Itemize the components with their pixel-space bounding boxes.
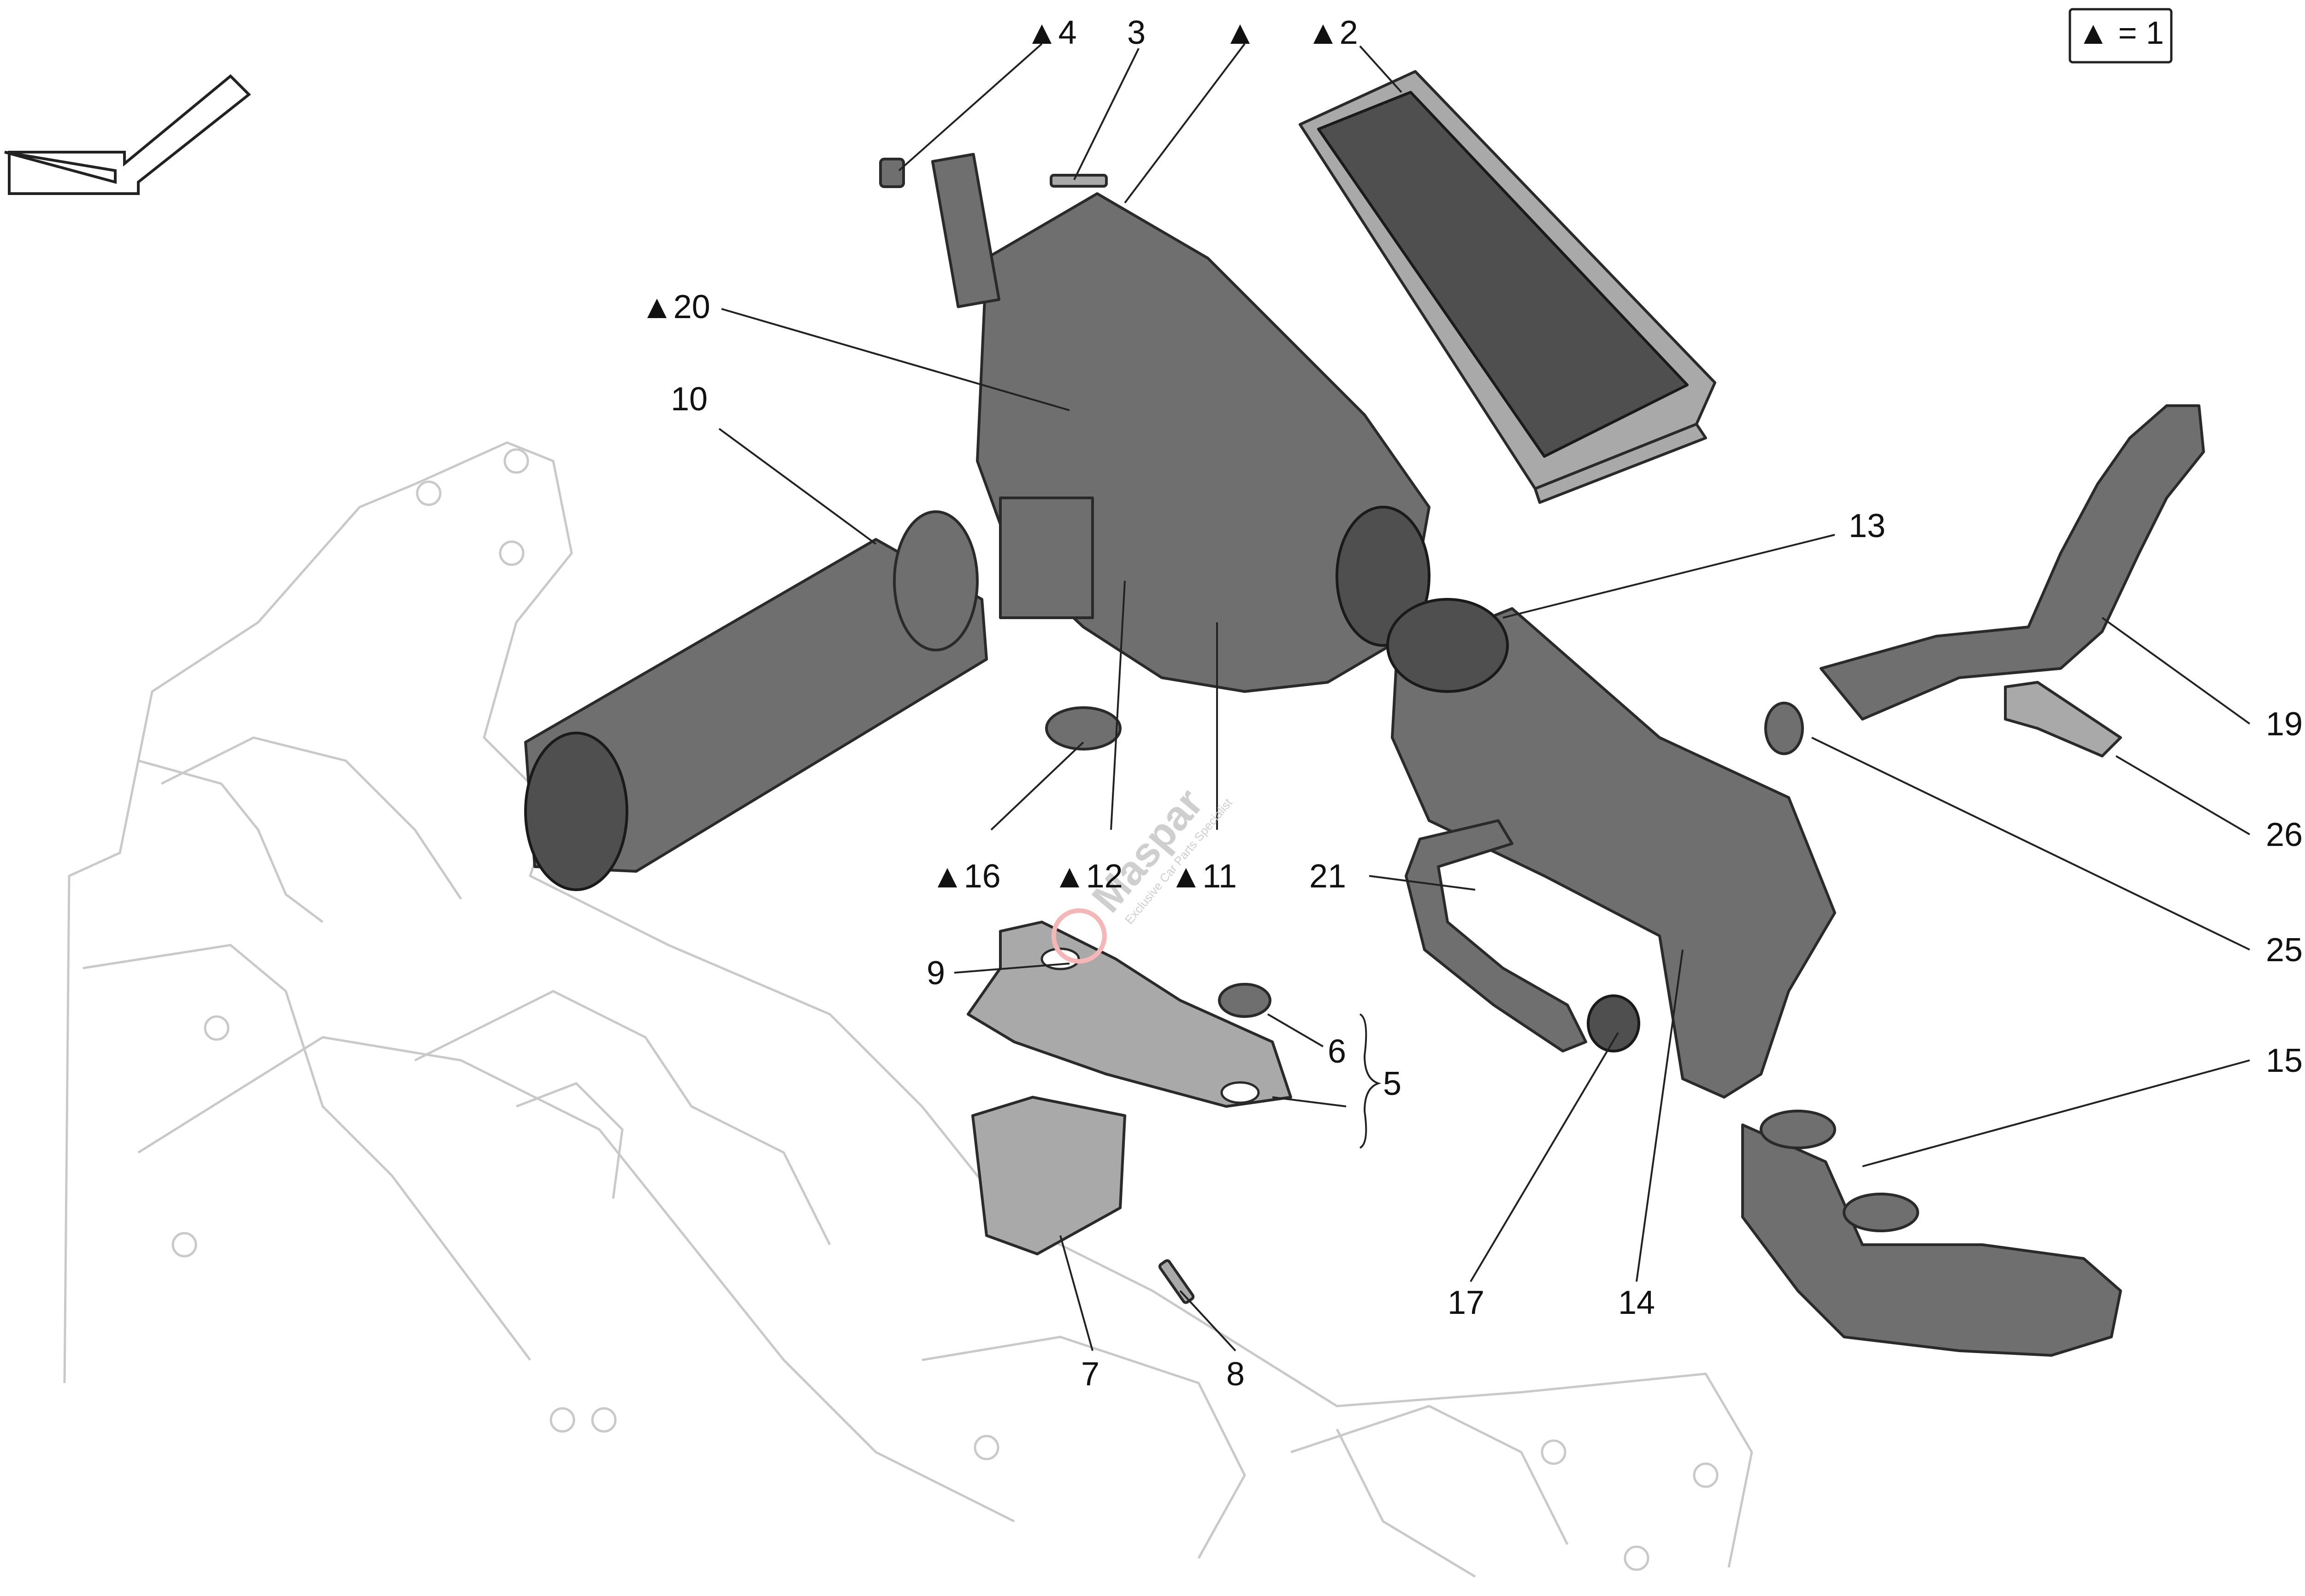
small-parts[interactable] — [879, 158, 1919, 1304]
callout-9: 9 — [927, 955, 945, 992]
callout-labels: ▲4 3 ▲ ▲2 ▲20 10 13 19 26 25 15 ▲16 ▲12 … — [640, 14, 2303, 1393]
callout-7: 7 — [1081, 1356, 1099, 1393]
callout-12: ▲12 — [1053, 858, 1123, 895]
callout-20: ▲20 — [640, 289, 710, 325]
lower-hose[interactable] — [1741, 1123, 2122, 1357]
air-box-housing[interactable] — [931, 153, 1430, 693]
air-filter-element[interactable] — [1299, 70, 1716, 504]
legend-text: ▲ = 1 — [2077, 15, 2164, 51]
callout-2: ▲2 — [1306, 14, 1358, 51]
callout-4: ▲4 — [1025, 14, 1076, 51]
callout-21: 21 — [1309, 858, 1346, 895]
callout-10: 10 — [671, 381, 708, 418]
intake-duct[interactable] — [524, 510, 988, 891]
breather-hose[interactable] — [1820, 404, 2205, 721]
intake-tube[interactable] — [1386, 598, 1836, 1099]
callout-3: 3 — [1127, 14, 1146, 51]
callout-5: 5 — [1383, 1065, 1401, 1102]
callout-26: 26 — [2266, 816, 2303, 853]
callout-19: 19 — [2266, 706, 2303, 743]
callout-8: 8 — [1226, 1356, 1245, 1393]
legend: ▲ = 1 — [2069, 8, 2173, 64]
callout-11: ▲11 — [1170, 858, 1237, 895]
callout-airbox: ▲ — [1223, 14, 1256, 51]
callout-6: 6 — [1328, 1033, 1346, 1070]
callout-13: 13 — [1849, 508, 1885, 544]
callout-25: 25 — [2266, 932, 2303, 969]
sensor-hose[interactable] — [1405, 819, 1640, 1052]
callout-14: 14 — [1618, 1284, 1655, 1321]
callout-17: 17 — [1448, 1284, 1484, 1321]
mounting-bracket[interactable] — [967, 921, 1292, 1255]
callout-16: ▲16 — [931, 858, 1000, 895]
bracket-clip[interactable] — [2004, 681, 2122, 757]
orientation-arrow-icon — [4, 74, 251, 195]
callout-15: 15 — [2266, 1042, 2303, 1079]
chassis-ghost-outline — [63, 441, 1753, 1578]
leader-lines — [718, 43, 2251, 1352]
